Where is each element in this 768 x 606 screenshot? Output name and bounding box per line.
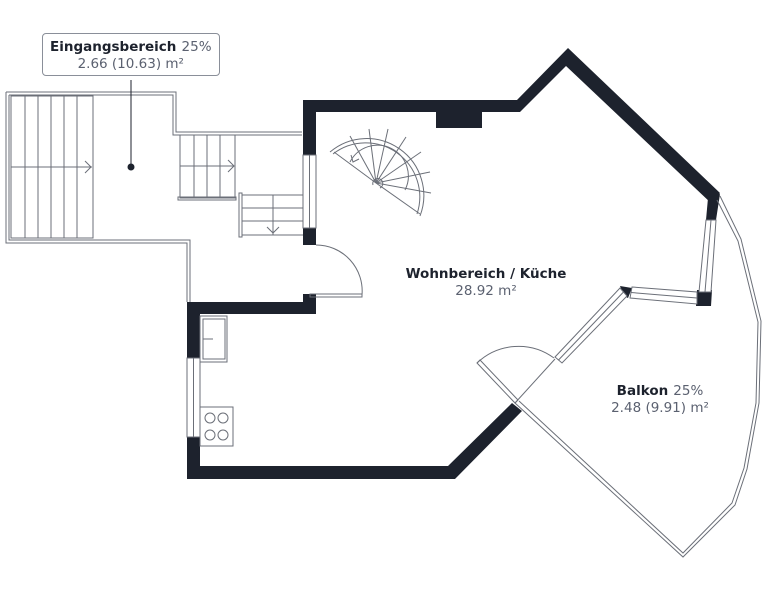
exterior-walls [187, 48, 720, 479]
staircase-lower-icon [238, 192, 305, 238]
room-label-wohnbereich: Wohnbereich / Küche 28.92 m² [396, 263, 576, 300]
entrance-outline [5, 91, 302, 302]
room-area: 2.48 (9.91) m² [611, 400, 709, 416]
room-percent: 25% [673, 383, 704, 399]
room-area: 28.92 m² [455, 283, 517, 299]
room-percent: 25% [181, 39, 212, 55]
staircase-small-icon [177, 134, 237, 201]
sink-icon [199, 315, 228, 363]
room-name: Wohnbereich / Küche [405, 266, 567, 282]
staircase-straight-icon [10, 95, 94, 239]
window-icon [186, 154, 717, 438]
room-area: 2.66 (10.63) m² [77, 56, 184, 72]
balcony-door-icon [476, 345, 556, 404]
room-name: Eingangsbereich [50, 39, 177, 55]
room-name: Balkon [616, 383, 669, 399]
balcony-outline [514, 195, 762, 558]
staircase-spiral-icon [329, 128, 432, 217]
door-swing-icon [309, 244, 363, 298]
room-label-balkon: Balkon 25% 2.48 (9.91) m² [600, 380, 720, 417]
room-label-eingangsbereich: Eingangsbereich 25% 2.66 (10.63) m² [42, 33, 220, 76]
callout-dot-icon [127, 163, 135, 171]
stove-icon [199, 406, 234, 447]
